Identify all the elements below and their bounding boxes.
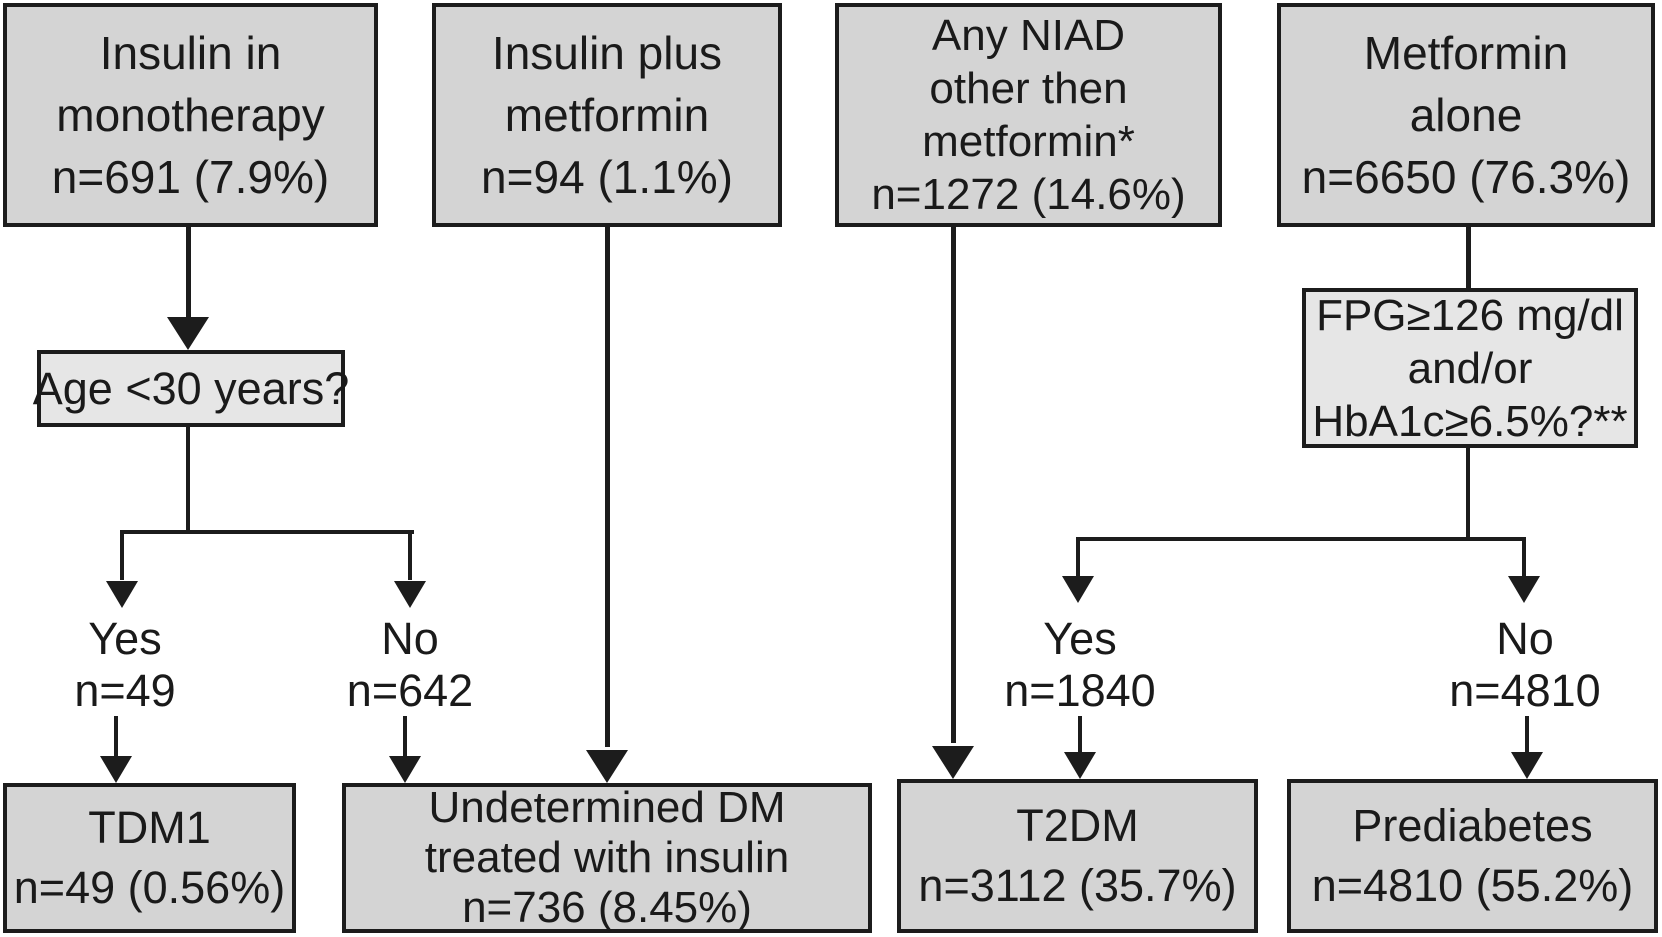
node-text-line: treated with insulin bbox=[424, 833, 790, 882]
arrowhead-down-icon bbox=[106, 581, 138, 608]
connector-age-yes-drop bbox=[120, 530, 124, 580]
node-age-question: Age <30 years? bbox=[33, 350, 349, 427]
connector-age-stem bbox=[186, 427, 190, 534]
arrowhead-down-icon bbox=[389, 756, 421, 783]
branch-label-fpg-no: No n=4810 bbox=[1430, 613, 1620, 717]
node-text-line: monotherapy bbox=[56, 89, 325, 141]
branch-no-label: No bbox=[381, 613, 439, 664]
node-insulin-monotherapy: Insulin in monotherapy n=691 (7.9%) bbox=[3, 3, 378, 227]
branch-no-count: n=642 bbox=[346, 665, 474, 716]
node-text-line: Undetermined DM bbox=[428, 783, 786, 832]
arrowhead-down-icon bbox=[1511, 752, 1543, 779]
arrowhead-down-icon bbox=[1062, 576, 1094, 603]
arrowhead-down-icon bbox=[932, 746, 974, 779]
node-text-line: Insulin in bbox=[99, 27, 282, 79]
branch-no-label: No bbox=[1496, 613, 1554, 664]
branch-label-age-no: No n=642 bbox=[330, 613, 490, 717]
connector-age-branch-bar bbox=[120, 530, 414, 534]
node-prediabetes: Prediabetes n=4810 (55.2%) bbox=[1287, 779, 1658, 933]
connector-fpg-stem bbox=[1466, 448, 1470, 541]
node-t2dm: T2DM n=3112 (35.7%) bbox=[897, 779, 1258, 933]
connector-metformin-to-fpg bbox=[1466, 227, 1471, 288]
node-tdm1: TDM1 n=49 (0.56%) bbox=[3, 783, 296, 933]
branch-yes-label: Yes bbox=[1043, 613, 1117, 664]
connector-insulinmono-to-age bbox=[186, 227, 191, 322]
node-text-line: Age <30 years? bbox=[32, 362, 350, 414]
connector-age-no-drop bbox=[408, 530, 412, 580]
node-text-line: Prediabetes bbox=[1352, 800, 1593, 851]
node-text-line: n=4810 (55.2%) bbox=[1311, 860, 1634, 911]
node-text-line: n=3112 (35.7%) bbox=[918, 860, 1237, 911]
node-text-line: T2DM bbox=[1016, 800, 1139, 851]
branch-no-count: n=4810 bbox=[1449, 665, 1601, 716]
branch-label-fpg-yes: Yes n=1840 bbox=[985, 613, 1175, 717]
branch-yes-label: Yes bbox=[88, 613, 162, 664]
branch-label-age-yes: Yes n=49 bbox=[50, 613, 200, 717]
node-text-line: n=49 (0.56%) bbox=[13, 862, 286, 913]
node-text-line: n=736 (8.45%) bbox=[462, 883, 752, 932]
node-text-line: n=94 (1.1%) bbox=[481, 151, 733, 203]
node-text-line: n=1272 (14.6%) bbox=[871, 170, 1186, 219]
node-insulin-plus-metformin: Insulin plus metformin n=94 (1.1%) bbox=[432, 3, 782, 227]
node-text-line: Insulin plus bbox=[491, 27, 723, 79]
node-metformin-alone: Metformin alone n=6650 (76.3%) bbox=[1277, 3, 1655, 227]
branch-yes-count: n=49 bbox=[74, 665, 176, 716]
connector-fpgno-to-prediabetes bbox=[1525, 716, 1529, 756]
node-text-line: n=6650 (76.3%) bbox=[1301, 151, 1631, 203]
connector-fpgyes-to-t2dm bbox=[1078, 716, 1082, 756]
node-text-line: Metformin bbox=[1363, 27, 1569, 79]
arrowhead-down-icon bbox=[100, 756, 132, 783]
node-undetermined-dm: Undetermined DM treated with insulin n=7… bbox=[342, 783, 872, 933]
node-text-line: metformin bbox=[504, 89, 710, 141]
node-text-line: alone bbox=[1409, 89, 1523, 141]
node-fpg-hba1c-question: FPG≥126 mg/dl and/or HbA1c≥6.5%?** bbox=[1302, 288, 1638, 448]
node-text-line: metformin* bbox=[922, 117, 1135, 166]
connector-insulinmet-to-undetermined bbox=[605, 227, 610, 747]
node-text-line: TDM1 bbox=[88, 802, 211, 853]
arrowhead-down-icon bbox=[394, 581, 426, 608]
node-text-line: FPG≥126 mg/dl bbox=[1316, 290, 1624, 340]
node-text-line: Any NIAD bbox=[931, 11, 1126, 60]
node-text-line: n=691 (7.9%) bbox=[51, 151, 330, 203]
arrowhead-down-icon bbox=[586, 750, 628, 783]
node-text-line: other then bbox=[929, 64, 1128, 113]
connector-fpg-yes-drop bbox=[1076, 537, 1080, 580]
arrowhead-down-icon bbox=[1064, 752, 1096, 779]
node-text-line: and/or bbox=[1407, 343, 1533, 393]
connector-ageyes-to-tdm1 bbox=[114, 716, 118, 760]
connector-fpg-branch-bar bbox=[1076, 537, 1526, 541]
connector-anyniad-to-t2dm bbox=[951, 227, 956, 743]
connector-ageno-to-undetermined bbox=[403, 716, 407, 760]
node-text-line: HbA1c≥6.5%?** bbox=[1312, 396, 1628, 446]
connector-fpg-no-drop bbox=[1522, 537, 1526, 580]
node-any-niad: Any NIAD other then metformin* n=1272 (1… bbox=[835, 3, 1222, 227]
arrowhead-down-icon bbox=[167, 317, 209, 350]
arrowhead-down-icon bbox=[1508, 576, 1540, 603]
branch-yes-count: n=1840 bbox=[1004, 665, 1156, 716]
